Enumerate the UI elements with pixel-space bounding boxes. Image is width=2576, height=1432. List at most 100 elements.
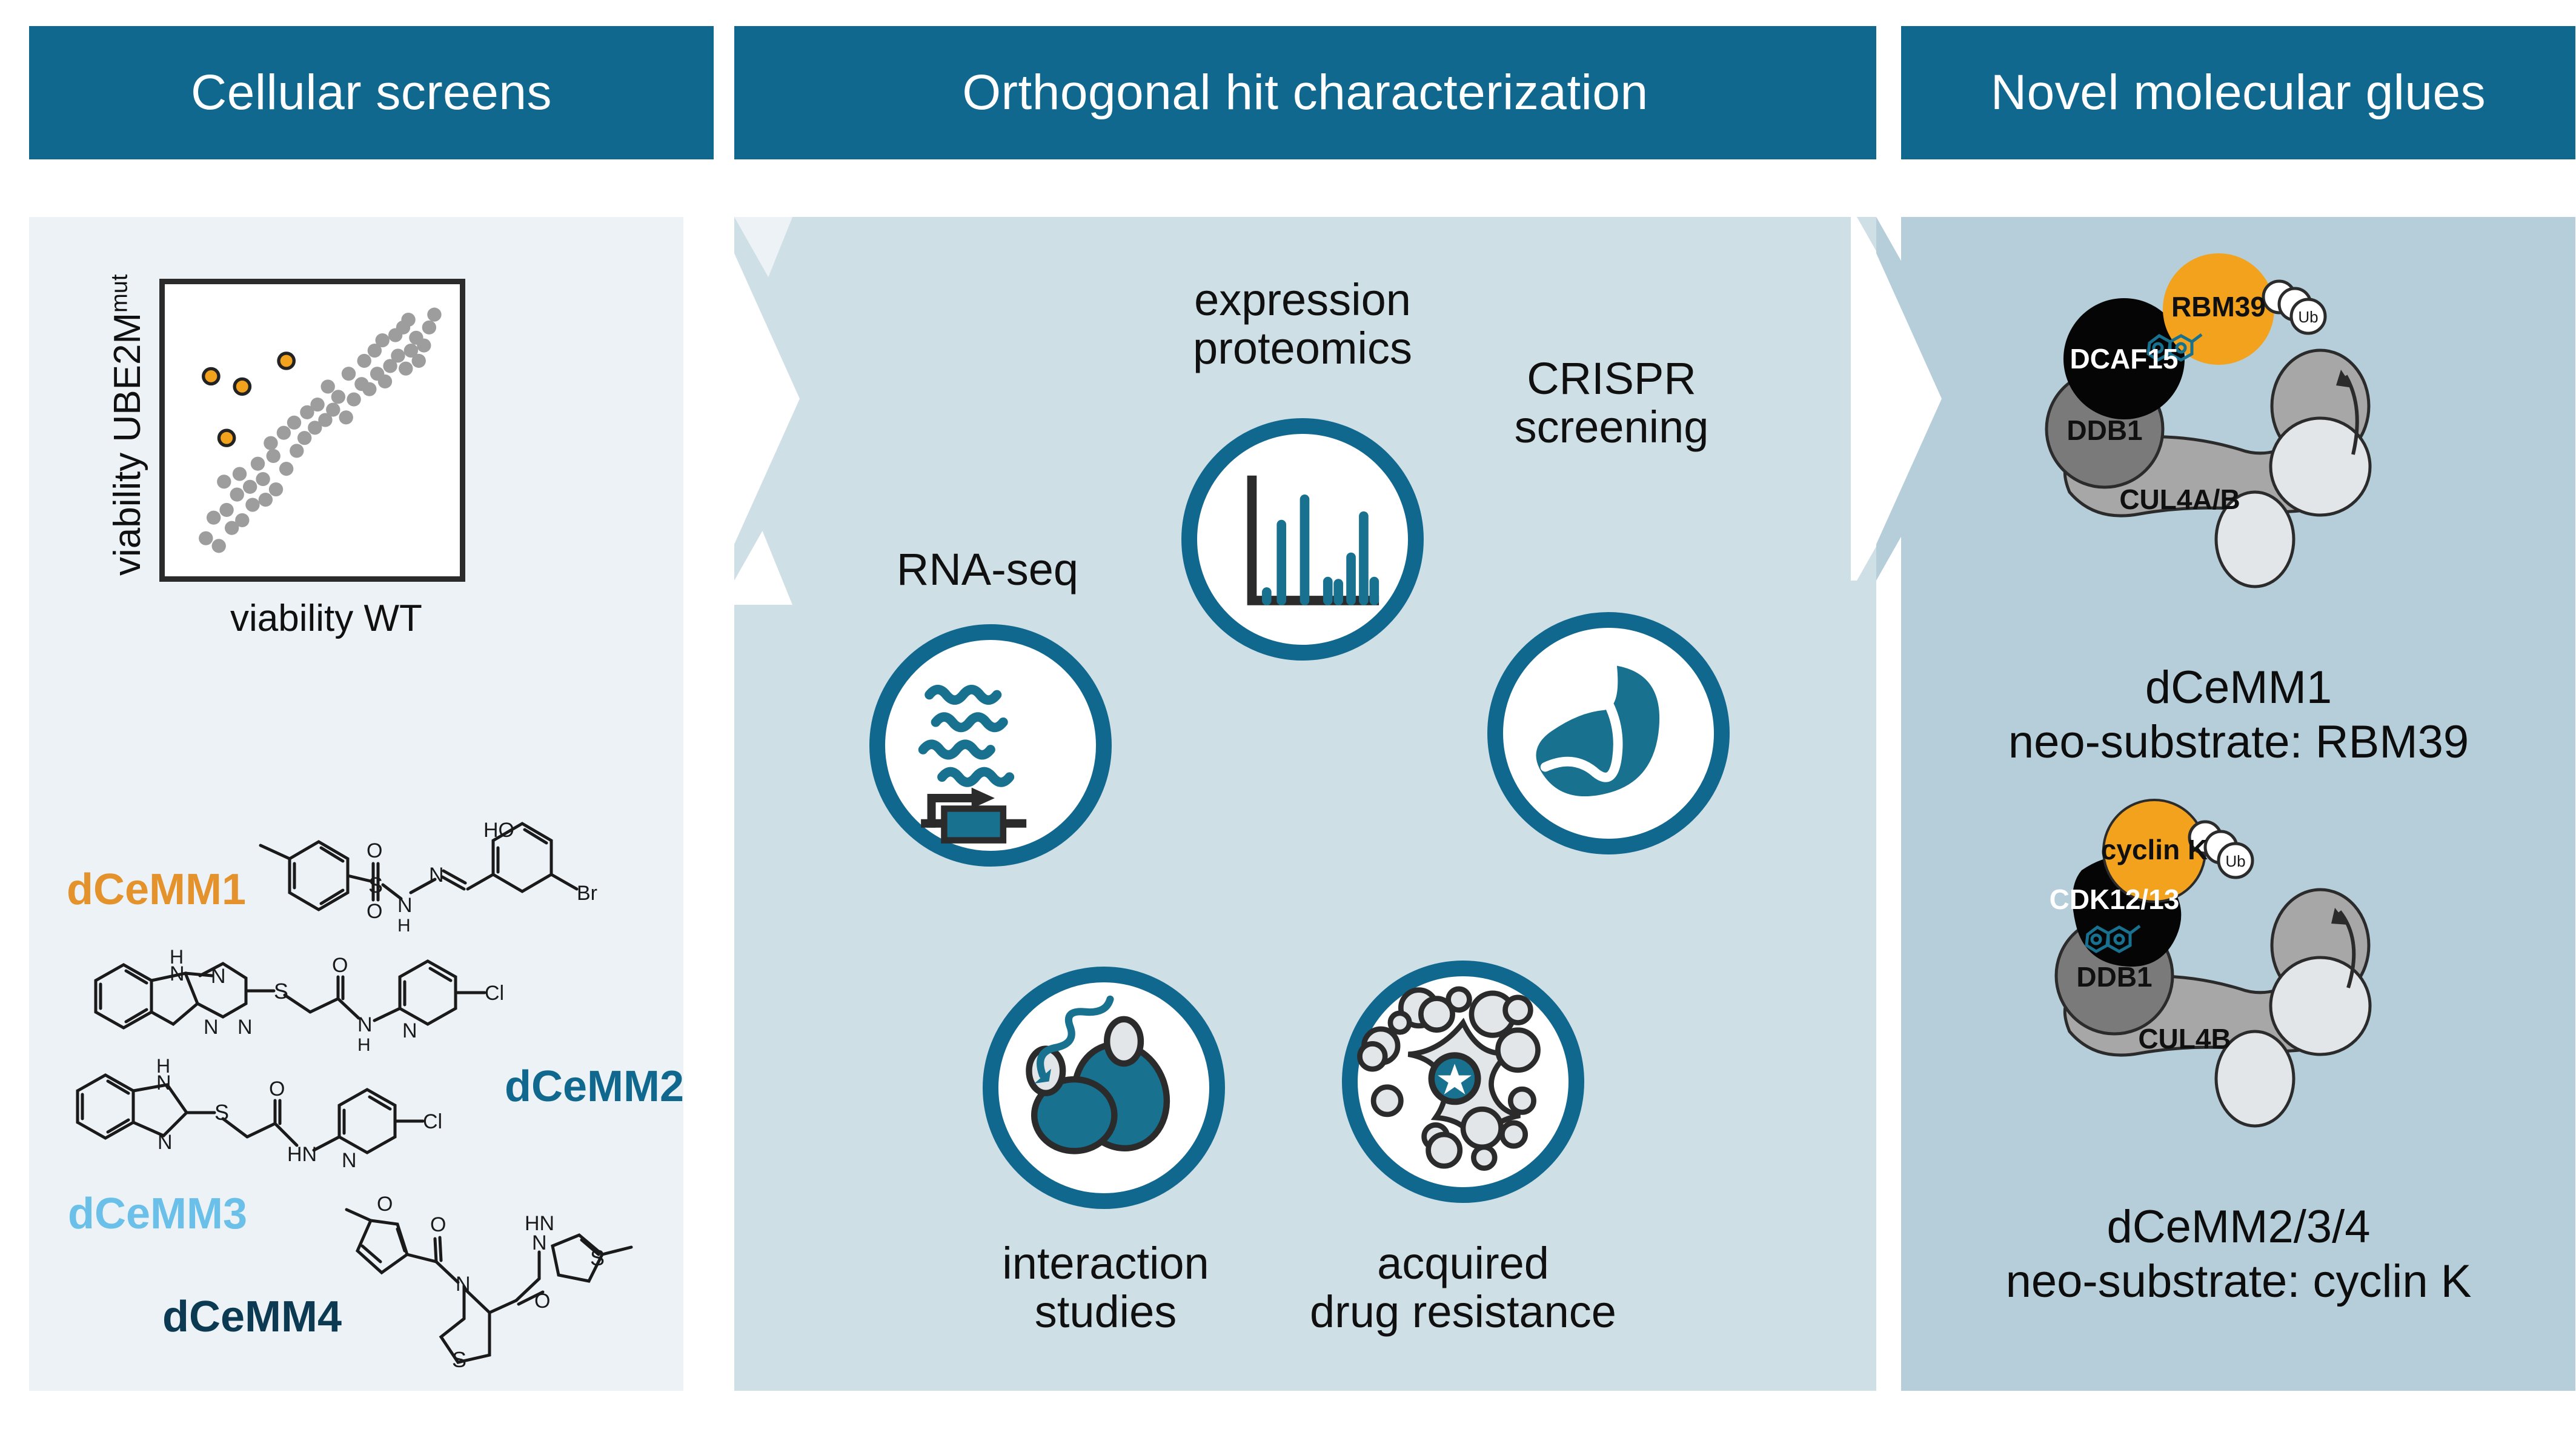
blob-label-cul4b: CUL4B — [2138, 1023, 2231, 1054]
scatter-point — [297, 431, 312, 445]
scatter-point — [287, 415, 302, 430]
atom-label-o: O — [269, 1077, 285, 1101]
atom-label-n: N — [211, 965, 226, 988]
atom-label-n: N — [429, 864, 444, 887]
atom-label-n: N — [158, 1131, 173, 1154]
scatter-point — [235, 513, 250, 528]
arrowhead — [971, 787, 995, 809]
assay-circle-expression-proteomics[interactable] — [1181, 418, 1424, 661]
protein-a — [1031, 1076, 1118, 1154]
atom-label-s: S — [214, 1100, 229, 1125]
ubiquitin-transfer-arrow — [2338, 910, 2356, 988]
scatter-points — [199, 307, 442, 553]
scatter-point — [230, 487, 244, 502]
molecular-glue-icon — [2146, 333, 2203, 362]
sensitive-cell — [1387, 1010, 1412, 1035]
protein-interaction-icon — [1026, 995, 1170, 1154]
atom-label-n: N — [237, 1016, 253, 1039]
chemical-structure-dcemm4: O O N S O N HN S — [345, 1193, 633, 1372]
assay-circle-acquired-drug-resistance[interactable] — [1342, 961, 1584, 1203]
assay-circle-crispr-screening[interactable] — [1487, 612, 1730, 854]
panel-header-novel-molecular-glues: Novel molecular glues — [1901, 26, 2575, 159]
scatter-point — [339, 410, 353, 425]
rna-transcript-icon — [918, 685, 1027, 844]
scatter-point — [331, 390, 346, 404]
scatter-point — [264, 436, 278, 450]
atom-label-o: O — [367, 839, 382, 862]
scatter-point — [206, 510, 221, 525]
atom-label-n: N — [456, 1273, 471, 1296]
atom-label-h: H — [170, 946, 184, 968]
scatter-point — [399, 361, 413, 376]
assay-caption-expression-proteomics: expression proteomics — [1193, 275, 1412, 373]
scatter-point-hit — [202, 367, 221, 386]
scatter-point — [245, 498, 260, 512]
chemical-structure-dcemm2: H N N N N S O N H N Cl — [94, 946, 504, 1055]
scatter-point — [290, 444, 304, 458]
chevron-arrow-2-icon — [1851, 217, 1979, 581]
glue-complex-dcemm234: Ub cyclin K CDK12/13 DDB1 CUL4B — [2050, 799, 2372, 1128]
tag-b — [1104, 1016, 1144, 1067]
assay-circle-rna-seq[interactable] — [869, 624, 1112, 867]
scatter-point — [357, 353, 371, 368]
e2-enzyme — [2269, 956, 2372, 1056]
panel-header-label: Novel molecular glues — [1990, 65, 2486, 120]
scatter-point — [403, 343, 419, 358]
atom-label-n: N — [357, 1013, 373, 1036]
atom-label-h: H — [156, 1055, 170, 1077]
sensitive-cell — [1446, 986, 1472, 1013]
scatter-point — [279, 462, 294, 476]
sensitive-cell — [1460, 1106, 1504, 1150]
scatter-point — [266, 448, 281, 463]
atom-label-h: H — [357, 1035, 371, 1055]
scatter-y-axis-superscript: mut — [107, 274, 133, 313]
blob-label-cyclin-k: cyclin K — [2101, 834, 2208, 865]
scatter-point — [341, 367, 356, 381]
atom-label-hn: HN — [525, 1212, 554, 1235]
assay-circle-interaction-studies[interactable] — [983, 967, 1225, 1209]
scatter-point — [219, 502, 234, 518]
ubiquitin-label: Ub — [2225, 852, 2245, 870]
ubiquitin-label: Ub — [2298, 308, 2318, 326]
bar-chart-icon — [1247, 475, 1379, 605]
glue-complex-dcemm1: Ub RBM39 DCAF15 DDB1 CUL4A/B — [2045, 253, 2372, 588]
scatter-point — [318, 413, 333, 427]
star-icon — [1438, 1064, 1472, 1094]
atom-label-h: H — [397, 916, 411, 936]
scatter-point-hit — [217, 428, 236, 447]
signal-wave — [1037, 995, 1114, 1079]
scatter-point — [268, 482, 284, 497]
arrowhead — [2336, 370, 2353, 388]
ubiquitin-chain — [2188, 820, 2254, 879]
blob-label-ddb1: DDB1 — [2076, 961, 2152, 993]
scatter-point — [256, 472, 270, 487]
sensitive-cell — [1357, 1041, 1388, 1072]
sensitive-cell — [1426, 1131, 1463, 1169]
atom-label-n: N — [342, 1149, 357, 1172]
scatter-y-axis-label: viability UBE2Mmut — [106, 275, 149, 576]
scatter-point — [391, 348, 405, 363]
atom-label-n: N — [170, 962, 185, 985]
compound-label-dcemm2: dCeMM2 — [505, 1062, 685, 1111]
sensitive-cell — [1502, 994, 1533, 1025]
scatter-point — [250, 456, 265, 471]
blob-label-rbm39: RBM39 — [2171, 291, 2266, 322]
sensitive-cell — [1370, 1084, 1404, 1117]
compound-label-dcemm4: dCeMM4 — [162, 1293, 342, 1341]
ubiquitin-chain — [2262, 279, 2327, 335]
dcaf15-blob — [2063, 298, 2185, 419]
arrowhead — [2331, 908, 2348, 925]
scatter-point — [199, 531, 213, 545]
scatter-point — [401, 313, 416, 327]
resistant-clone-icon — [1357, 986, 1541, 1171]
panel-header-cellular-screens: Cellular screens — [29, 26, 714, 159]
atom-label-cl: Cl — [423, 1110, 442, 1133]
atom-label-o: O — [430, 1213, 446, 1236]
scatter-point — [242, 479, 257, 494]
scatter-point — [211, 539, 226, 553]
panel-body-novel-molecular-glues — [1901, 217, 2575, 1391]
blob-label-cdk1213: CDK12/13 — [2050, 884, 2180, 915]
sensitive-cell — [1418, 996, 1455, 1033]
panel-header-label: Orthogonal hit characterization — [962, 65, 1648, 120]
